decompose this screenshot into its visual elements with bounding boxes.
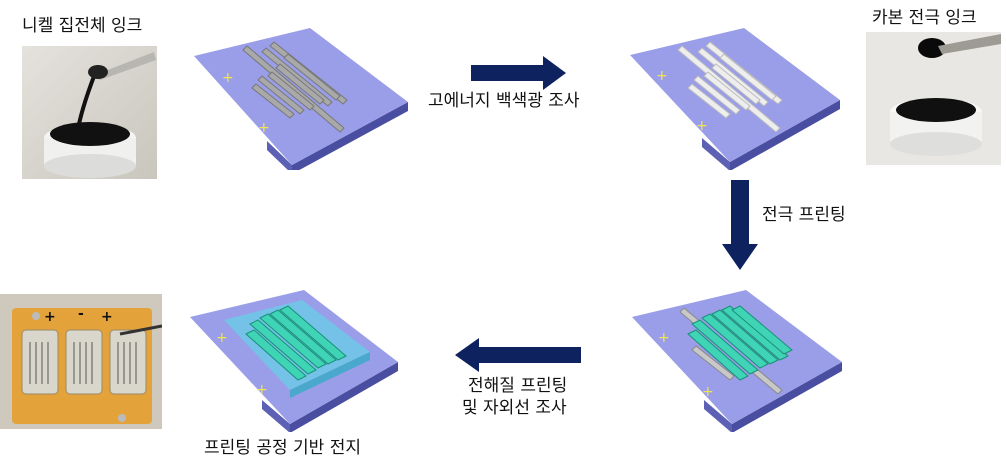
arrow-left: [455, 338, 581, 372]
carbon-ink-label: 카본 전극 잉크: [872, 8, 977, 28]
stage-electrolyte: + +: [190, 290, 398, 432]
electrode-print-label: 전극 프린팅: [762, 205, 846, 225]
svg-text:+: +: [702, 384, 714, 400]
svg-text:+: +: [216, 330, 228, 346]
arrow-down: [722, 180, 758, 270]
stage-nickel-collector: + +: [192, 28, 408, 170]
white-light-label: 고에너지 백색광 조사: [428, 91, 580, 111]
stage-white-light: + +: [630, 28, 840, 170]
carbon-ink-photo: [866, 32, 1001, 165]
printed-battery-photo: [0, 294, 162, 429]
svg-text:+: +: [696, 118, 708, 134]
cell-plus-2: +: [101, 309, 113, 325]
electrolyte-label-line1: 전해질 프린팅: [468, 376, 568, 396]
stage-electrode-print: + +: [632, 290, 842, 432]
final-result-label: 프린팅 공정 기반 전지: [204, 438, 361, 458]
pad-plus-symbol-2: +: [258, 120, 270, 136]
svg-text:+: +: [256, 382, 268, 398]
pad-plus-symbol-1: +: [222, 70, 234, 86]
electrolyte-label-line2: 및 자외선 조사: [462, 398, 567, 418]
svg-text:+: +: [656, 68, 668, 84]
nickel-ink-photo: [22, 46, 157, 179]
nickel-ink-label: 니켈 집전체 잉크: [22, 16, 143, 36]
svg-text:+: +: [658, 330, 670, 346]
cell-minus: -: [78, 306, 84, 322]
cell-plus-1: +: [44, 309, 56, 325]
arrow-right: [471, 56, 566, 90]
